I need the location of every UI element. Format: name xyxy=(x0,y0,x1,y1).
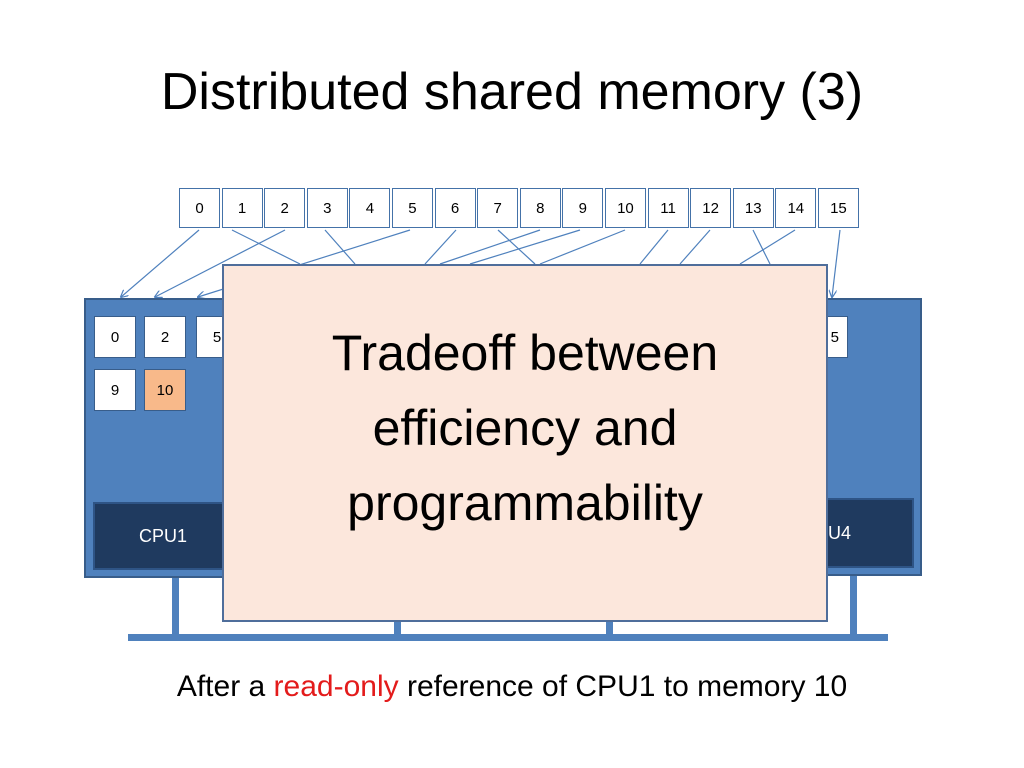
bus-connector-2 xyxy=(394,618,401,636)
arrow-1 xyxy=(231,229,301,265)
memory-cell-0: 0 xyxy=(179,188,220,228)
arrow-13 xyxy=(752,229,771,265)
memory-cell-12: 12 xyxy=(690,188,732,228)
caption-prefix: After a xyxy=(176,670,274,703)
address-space-row: 0 1 2 3 4 5 6 7 8 9 10 11 12 13 14 15 xyxy=(179,188,861,228)
local-page-9: 9 xyxy=(94,369,136,411)
arrow-12 xyxy=(679,229,711,265)
arrow-15 xyxy=(832,229,841,297)
tradeoff-callout-text: Tradeoff between efficiency and programm… xyxy=(331,324,719,531)
slide-title: Distributed shared memory (3) xyxy=(160,63,864,121)
bus-connector-3 xyxy=(606,618,613,636)
arrow-6 xyxy=(424,229,457,265)
caption-suffix: reference of CPU1 to memory 10 xyxy=(398,670,848,703)
caption-highlight: read-only xyxy=(273,670,399,703)
memory-cell-7: 7 xyxy=(477,188,519,228)
arrow-9 xyxy=(469,229,581,265)
memory-cell-2: 2 xyxy=(264,188,306,228)
arrow-2 xyxy=(155,229,286,297)
memory-cell-14: 14 xyxy=(775,188,817,228)
memory-cell-8: 8 xyxy=(519,188,561,228)
arrow-10 xyxy=(539,229,626,265)
arrow-7 xyxy=(497,229,536,265)
memory-cell-5: 5 xyxy=(391,188,433,228)
local-page-2: 2 xyxy=(144,316,186,358)
arrow-3 xyxy=(324,229,356,265)
memory-cell-3: 3 xyxy=(306,188,348,228)
replicated-page-10: 10 xyxy=(144,369,186,411)
arrow-0 xyxy=(121,229,200,297)
memory-cell-1: 1 xyxy=(221,188,263,228)
bus-connector-4 xyxy=(850,574,857,636)
memory-cell-15: 15 xyxy=(817,188,859,228)
cpu1-box: CPU1 xyxy=(93,502,233,570)
memory-cell-13: 13 xyxy=(732,188,774,228)
bus-connector-1 xyxy=(172,576,179,636)
arrow-14 xyxy=(739,229,796,265)
memory-cell-4: 4 xyxy=(349,188,391,228)
memory-cell-9: 9 xyxy=(562,188,604,228)
slide-caption: After a read-only reference of CPU1 to m… xyxy=(0,670,1024,704)
memory-cell-11: 11 xyxy=(647,188,689,228)
arrow-8 xyxy=(439,229,541,265)
local-page-0: 0 xyxy=(94,316,136,358)
system-bus xyxy=(128,634,888,641)
arrow-11 xyxy=(639,229,669,265)
memory-cell-10: 10 xyxy=(604,188,646,228)
memory-cell-6: 6 xyxy=(434,188,476,228)
tradeoff-callout: Tradeoff between efficiency and programm… xyxy=(222,264,828,622)
